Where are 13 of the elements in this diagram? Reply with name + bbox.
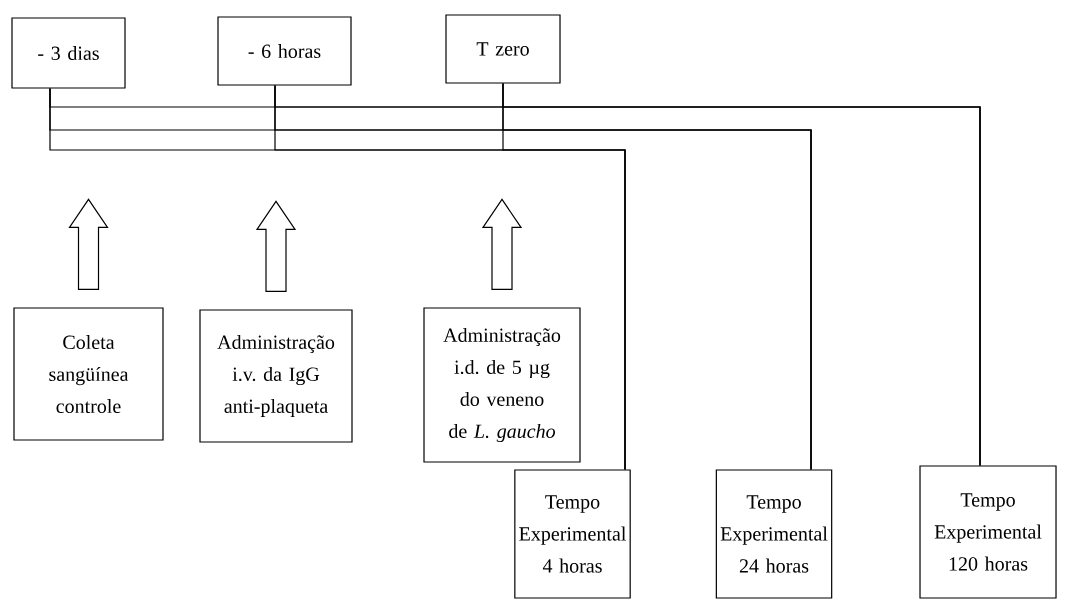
procedure-box: Administração i.d. de 5 µg do veneno de L. gaucho bbox=[423, 307, 581, 463]
hollow-arrow bbox=[68, 198, 109, 290]
experimental-time-box: Tempo Experimental 24 horas bbox=[715, 469, 833, 599]
procedure-box: Coleta sangüínea controle bbox=[13, 307, 164, 441]
experimental-time-box: Tempo Experimental 4 horas bbox=[514, 469, 631, 599]
time-box: - 6 horas bbox=[217, 16, 352, 86]
experimental-time-box: Tempo Experimental 120 horas bbox=[919, 465, 1057, 599]
time-box: - 3 dias bbox=[11, 17, 126, 89]
hollow-arrow bbox=[481, 198, 523, 290]
time-box: T zero bbox=[445, 14, 561, 84]
procedure-box: Administração i.v. da IgG anti-plaqueta bbox=[199, 309, 353, 443]
connector-line bbox=[502, 83, 981, 466]
hollow-arrow bbox=[255, 200, 297, 292]
